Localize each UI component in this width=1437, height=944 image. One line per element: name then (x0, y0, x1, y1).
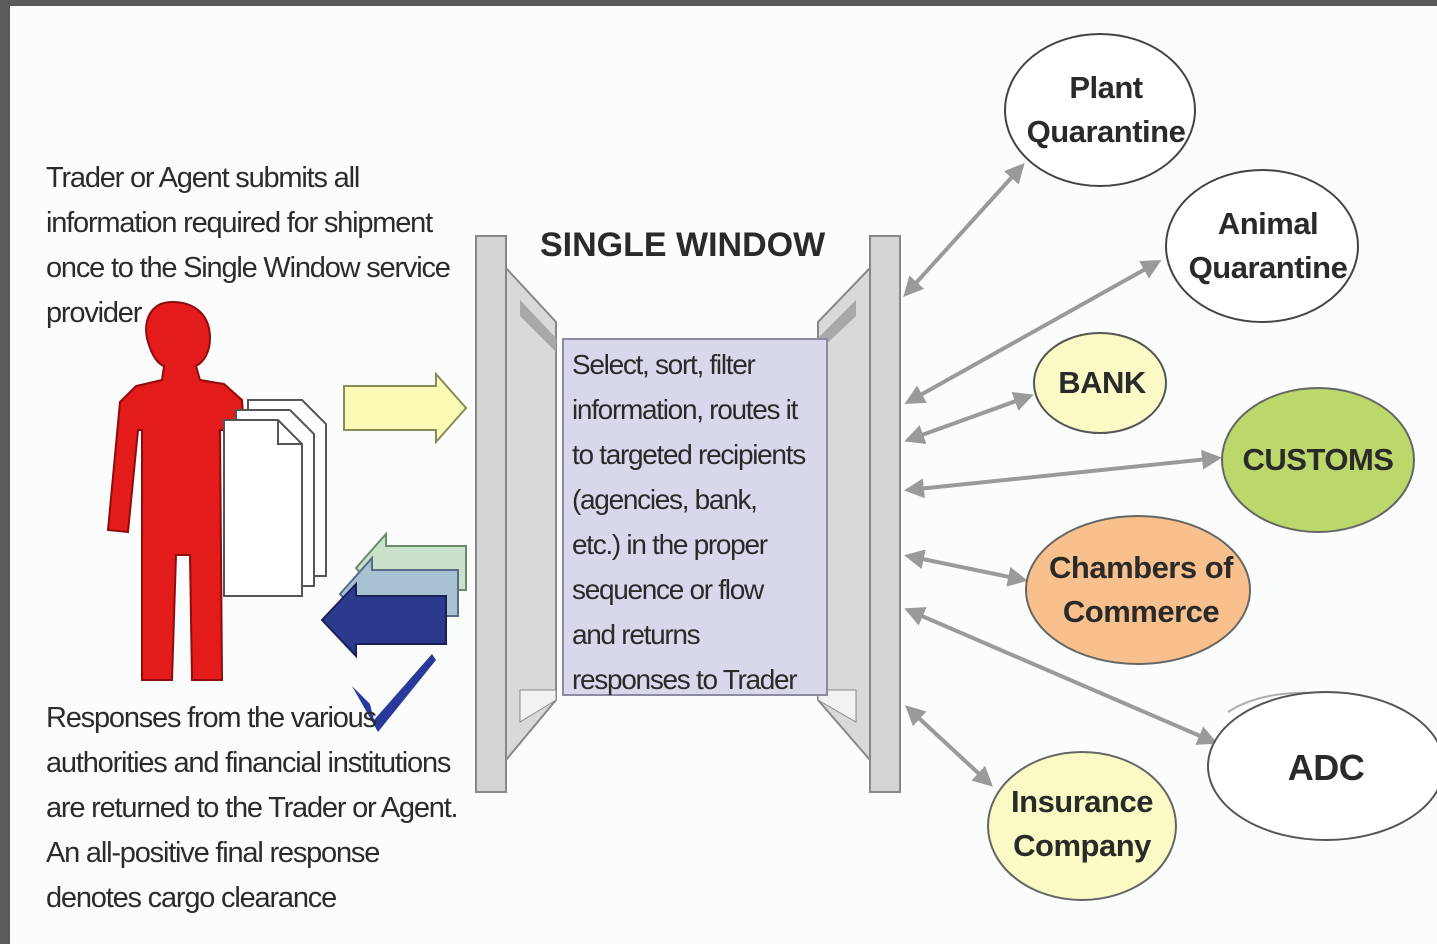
insurance-company-label: Insurance Company (1011, 784, 1153, 863)
single-window-description: Select, sort, filter information, routes… (572, 349, 806, 695)
connector-animal-quarantine (904, 260, 1162, 404)
responses-caption: Responses from the various authorities a… (46, 702, 459, 914)
diagram-canvas: Trader or Agent submits all information … (10, 6, 1437, 944)
insurance-company-node (987, 751, 1177, 901)
customs-node (1221, 387, 1415, 533)
animal-quarantine-node (1165, 169, 1359, 323)
bank-node (1033, 332, 1167, 434)
chambers-of-commerce-label: Chambers of Commerce (1049, 550, 1233, 629)
connector-plant-quarantine (903, 163, 1025, 297)
submit-arrow (343, 371, 468, 445)
adc-label: ADC (1287, 747, 1365, 788)
single-window-panel (562, 338, 828, 696)
bank-label: BANK (1058, 365, 1146, 400)
chambers-node (1025, 515, 1251, 665)
connector-customs (904, 449, 1222, 499)
plant-quarantine-node (1004, 33, 1196, 187)
connector-bank (904, 392, 1034, 444)
connector-lines (903, 163, 1222, 787)
adc-node (1207, 691, 1437, 841)
plant-quarantine-label: Plant Quarantine (1026, 70, 1186, 149)
customs-label: CUSTOMS (1242, 442, 1394, 477)
return-arrows (320, 531, 467, 659)
single-window-title: SINGLE WINDOW (540, 226, 826, 264)
person-icon (106, 300, 252, 681)
connector-insurance (905, 705, 993, 787)
trader-caption: Trader or Agent submits all information … (46, 162, 451, 329)
single-window-frame (475, 235, 901, 793)
animal-quarantine-label: Animal Quarantine (1188, 206, 1348, 285)
connector-adc (904, 607, 1218, 745)
checkmark-icon (352, 654, 436, 732)
connector-chambers (904, 549, 1028, 587)
diagram-graphics (106, 33, 1437, 901)
documents-icon (223, 399, 327, 597)
